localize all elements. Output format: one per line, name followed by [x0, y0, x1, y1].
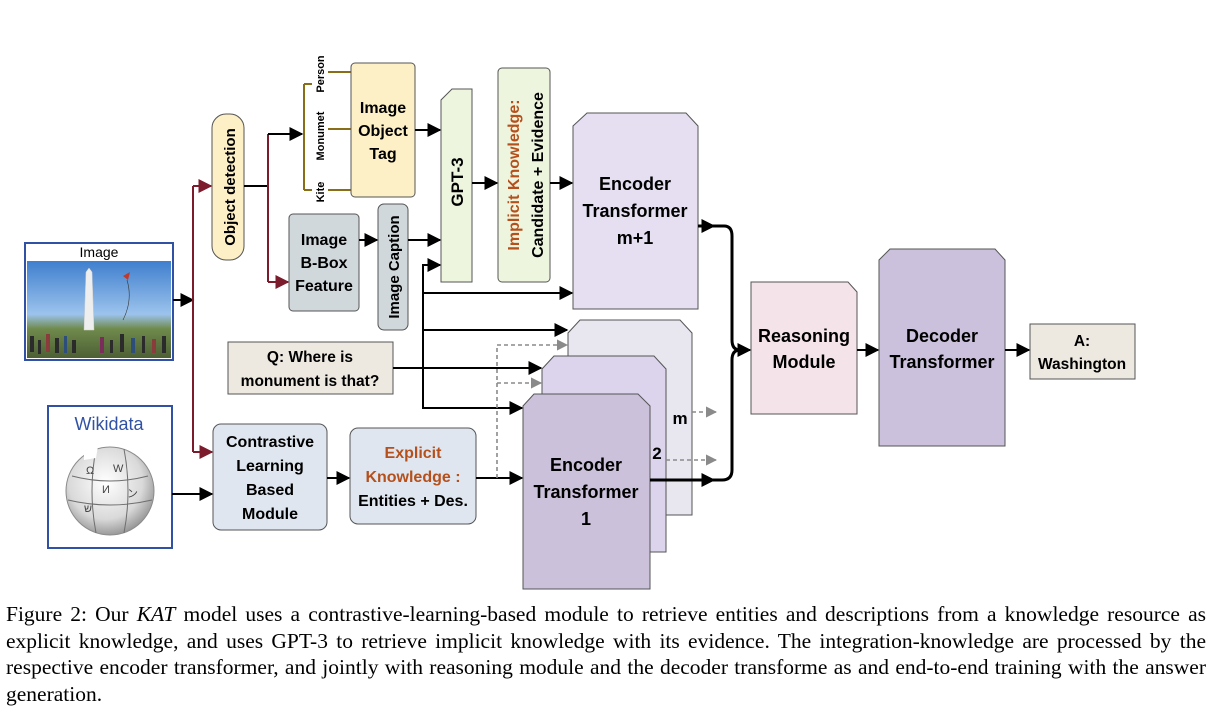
encoder-top-line1: Encoder [599, 174, 671, 194]
tag-person: Person [315, 55, 327, 93]
answer-line1: A: [1074, 333, 1090, 350]
decoder-box [878, 248, 1006, 447]
contrastive-line1: Contrastive [226, 434, 314, 451]
tag-bracket [303, 71, 352, 191]
encoder-top-line3: m+1 [617, 228, 654, 248]
caption-model-name: KAT [136, 602, 176, 626]
svg-text:Ω: Ω [86, 465, 94, 477]
decoder-line2: Transformer [889, 352, 994, 372]
wikidata-panel: Wikidata Ω W И ン ש [47, 405, 173, 549]
contrastive-line3: Based [246, 482, 294, 499]
reasoning-line1: Reasoning [758, 326, 850, 346]
encoder-bottom-line1: Encoder [550, 455, 622, 475]
tag-monumet: Monumet [315, 111, 327, 160]
tag-kite: Kite [315, 182, 327, 203]
encoder-stack-label-m: m [672, 409, 687, 428]
wikipedia-globe-icon [65, 446, 155, 536]
image-object-tag-line3: Tag [369, 146, 396, 163]
caption-text: model uses a contrastive-learning-based … [6, 602, 1206, 706]
crowd [30, 334, 166, 354]
svg-text:И: И [102, 484, 110, 496]
bbox-feature-line3: Feature [295, 278, 353, 295]
gpt3-box [440, 88, 473, 283]
reasoning-module-box [750, 281, 858, 415]
caption-prefix: Figure 2: Our [6, 602, 137, 626]
question-line2: monument is that? [241, 373, 380, 390]
contrastive-line4: Module [242, 506, 298, 523]
connectors [172, 123, 1031, 501]
image-panel: Image [24, 242, 174, 361]
explicit-knowledge-body: Entities + Des. [358, 493, 468, 510]
reasoning-line2: Module [773, 352, 836, 372]
answer-line2: Washington [1038, 356, 1126, 373]
object-detection-label: Object detection [222, 128, 239, 246]
image-caption-label: Image Caption [386, 215, 403, 318]
kite-shape [123, 272, 130, 280]
implicit-knowledge-body: Candidate + Evidence [530, 92, 547, 258]
implicit-knowledge-box [497, 67, 551, 283]
encoder-top-line2: Transformer [582, 201, 687, 221]
bbox-feature-line1: Image [301, 232, 347, 249]
image-caption-box [377, 203, 409, 331]
image-panel-label: Image [80, 244, 119, 260]
contrastive-line2: Learning [236, 458, 304, 475]
explicit-knowledge-title2: Knowledge : [365, 469, 460, 486]
explicit-knowledge-title1: Explicit [385, 445, 443, 462]
answer-box [1029, 323, 1136, 380]
svg-text:ン: ン [127, 488, 138, 500]
figure-caption: Figure 2: Our KAT model uses a contrasti… [6, 601, 1206, 707]
decoder-line1: Decoder [906, 326, 978, 346]
kat-architecture-figure: Image Wikidata Ω W И ン ש [24, 55, 1136, 590]
photo-scene [27, 261, 171, 358]
encoder-bottom-line2: Transformer [533, 482, 638, 502]
svg-text:ש: ש [84, 503, 92, 515]
question-box [227, 341, 394, 395]
encoder-bottom-line3: 1 [581, 509, 591, 529]
bbox-feature-line2: B-Box [300, 255, 347, 272]
wikidata-label: Wikidata [74, 414, 144, 434]
monument-obelisk [83, 267, 95, 331]
image-object-tag-line1: Image [360, 100, 406, 117]
encoder-top-box [572, 112, 699, 310]
question-line1: Q: Where is [267, 349, 353, 366]
bbox-feature-box [288, 213, 360, 312]
svg-text:W: W [113, 463, 124, 475]
encoder-stack-label-2: 2 [652, 444, 661, 463]
implicit-knowledge-title: Implicit Knowledge: [506, 99, 523, 250]
gpt3-label: GPT-3 [448, 157, 467, 206]
image-object-tag-line2: Object [358, 123, 408, 140]
